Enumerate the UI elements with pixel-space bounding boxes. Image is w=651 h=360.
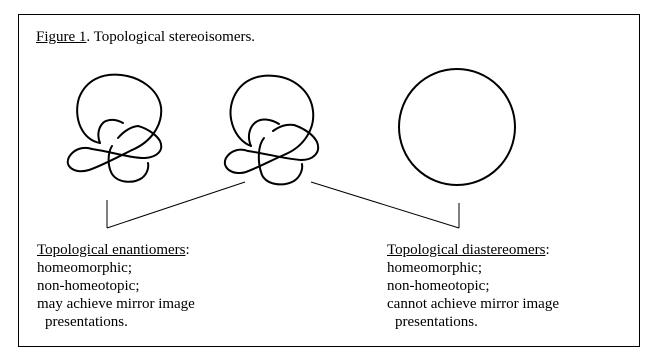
left-line-3: may achieve mirror image <box>37 295 195 313</box>
left-heading-suffix: : <box>186 242 190 258</box>
right-line-1: homeomorphic; <box>387 259 559 277</box>
right-line-2: non-homeotopic; <box>387 277 559 295</box>
unknot-circle <box>399 69 515 185</box>
right-heading-suffix: : <box>545 242 549 258</box>
right-heading: Topological diastereomers <box>387 242 545 258</box>
left-line-4: presentations. <box>37 313 195 331</box>
left-line-2: non-homeotopic; <box>37 277 195 295</box>
left-heading: Topological enantiomers <box>37 242 186 258</box>
right-line-4: presentations. <box>387 313 559 331</box>
left-line-1: homeomorphic; <box>37 259 195 277</box>
right-line-3: cannot achieve mirror image <box>387 295 559 313</box>
figure-caption: Figure 1. Topological stereoisomers. <box>36 28 255 46</box>
left-description: Topological enantiomers: homeomorphic; n… <box>37 241 195 331</box>
right-description: Topological diastereomers: homeomorphic;… <box>387 241 559 331</box>
trefoil-knot-left <box>68 75 161 182</box>
trefoil-knot-middle <box>225 76 318 185</box>
bracket-right-diagonal <box>311 182 459 228</box>
figure-label: Figure 1 <box>36 29 86 45</box>
figure-title: . Topological stereoisomers. <box>86 29 255 45</box>
bracket-left-diagonal <box>107 182 245 228</box>
